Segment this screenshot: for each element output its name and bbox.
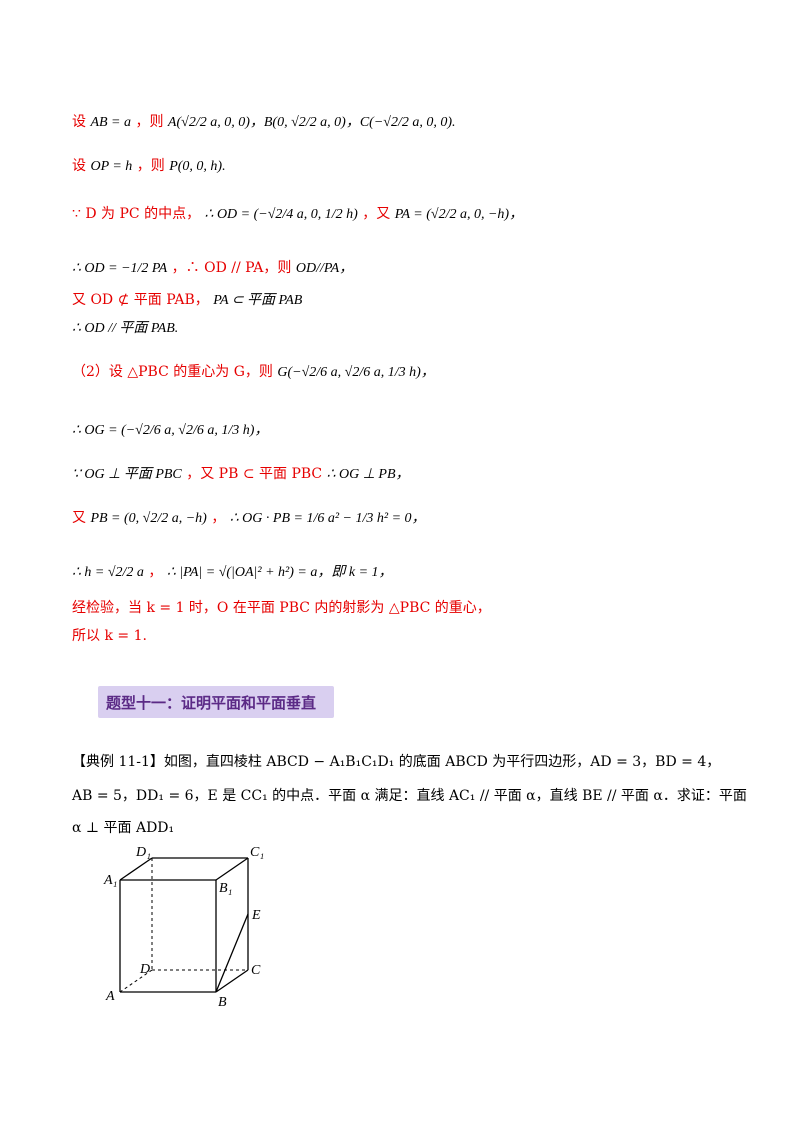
text-red: ，又 bbox=[362, 206, 391, 222]
solution-line-3: ∵ D 为 PC 的中点， ∴ OD = (−√2/4 a, 0, 1/2 h)… bbox=[72, 204, 523, 225]
text-red: 设 bbox=[72, 114, 86, 130]
edge-d1a1 bbox=[119, 857, 153, 881]
math-expr: OD//PA， bbox=[295, 261, 354, 276]
math-expr: ∴ OG = (−√2/6 a, √2/6 a, 1/3 h)， bbox=[72, 423, 269, 438]
solution-line-6: ∴ OD // 平面 PAB. bbox=[72, 318, 178, 339]
edge-bc bbox=[215, 969, 249, 993]
solution-line-13: 所以 k = 1. bbox=[72, 626, 147, 646]
problem-line-2: AB = 5，DD₁ = 6，E 是 CC₁ 的中点．平面 α 满足：直线 AC… bbox=[72, 788, 747, 804]
label-b: B bbox=[218, 995, 227, 1010]
math-expr: ∴ |PA| = √(|OA|² + h²) = a，即 k = 1， bbox=[166, 565, 393, 580]
label-d1: D₁ bbox=[135, 845, 151, 860]
text-red: ，则 bbox=[135, 114, 164, 130]
math-expr: ∵ OG ⊥ 平面 PBC bbox=[72, 467, 182, 482]
math-expr: PB = (0, √2/2 a, −h) bbox=[90, 511, 207, 526]
solution-line-10: 又 PB = (0, √2/2 a, −h) ， ∴ OG · PB = 1/6… bbox=[72, 508, 426, 529]
label-c: C bbox=[251, 963, 261, 978]
solution-line-5: 又 OD ⊄ 平面 PAB， PA ⊂ 平面 PAB bbox=[72, 290, 302, 311]
math-expr: ∴ OD // 平面 PAB. bbox=[72, 321, 179, 336]
problem-line-1: 【典例 11-1】如图，直四棱柱 ABCD − A₁B₁C₁D₁ 的底面 ABC… bbox=[72, 754, 721, 770]
math-expr: PA ⊂ 平面 PAB bbox=[213, 293, 303, 308]
math-expr: G(−√2/6 a, √2/6 a, 1/3 h)， bbox=[277, 365, 435, 380]
text-red: 又 bbox=[72, 510, 86, 526]
math-expr: P(0, 0, h). bbox=[169, 159, 226, 174]
edge-be bbox=[215, 913, 249, 993]
label-b1: B₁ bbox=[219, 881, 232, 896]
solution-line-7: （2）设 △PBC 的重心为 G，则 G(−√2/6 a, √2/6 a, 1/… bbox=[72, 362, 435, 383]
label-c1: C₁ bbox=[250, 845, 264, 860]
math-expr: OP = h bbox=[90, 159, 133, 174]
math-expr: PA = (√2/2 a, 0, −h)， bbox=[394, 207, 524, 222]
solution-line-11: ∴ h = √2/2 a ， ∴ |PA| = √(|OA|² + h²) = … bbox=[72, 562, 393, 583]
math-expr: ∴ OD = −1/2 PA bbox=[72, 261, 168, 276]
text-red: ，则 bbox=[136, 158, 165, 174]
math-expr: ∴ h = √2/2 a bbox=[72, 565, 144, 580]
prism-figure: D₁ C₁ A₁ B₁ E D C A B bbox=[100, 840, 300, 1019]
text-red: ， bbox=[148, 564, 163, 580]
problem-line-3: α ⊥ 平面 ADD₁ bbox=[72, 820, 175, 836]
text-red: 又 OD ⊄ 平面 PAB， bbox=[72, 292, 209, 308]
math-expr: A(√2/2 a, 0, 0)，B(0, √2/2 a, 0)，C(−√2/2 … bbox=[167, 115, 456, 130]
solution-line-9: ∵ OG ⊥ 平面 PBC ，又 PB ⊂ 平面 PBC ∴ OG ⊥ PB， bbox=[72, 464, 410, 485]
text-red: ，又 PB ⊂ 平面 PBC bbox=[186, 466, 323, 482]
edge-b1c1 bbox=[215, 857, 249, 881]
math-expr: ∴ OD = (−√2/4 a, 0, 1/2 h) bbox=[204, 207, 358, 222]
label-d: D bbox=[139, 962, 150, 977]
section-title-banner: 题型十一：证明平面和平面垂直 bbox=[98, 686, 334, 718]
text-red: 经检验，当 k = 1 时，O 在平面 PBC 内的射影为 △PBC 的重心， bbox=[72, 600, 491, 616]
solution-line-12: 经检验，当 k = 1 时，O 在平面 PBC 内的射影为 △PBC 的重心， bbox=[72, 598, 491, 618]
math-expr: AB = a bbox=[90, 115, 132, 130]
text-red: ，∴ OD // PA，则 bbox=[171, 260, 292, 276]
solution-line-1: 设 AB = a ，则 A(√2/2 a, 0, 0)，B(0, √2/2 a,… bbox=[72, 112, 456, 133]
math-expr: ∴ OG ⊥ PB， bbox=[326, 467, 410, 482]
text-red: 设 bbox=[72, 158, 86, 174]
label-a1: A₁ bbox=[103, 873, 117, 888]
label-e: E bbox=[251, 908, 261, 923]
solution-line-2: 设 OP = h ，则 P(0, 0, h). bbox=[72, 156, 226, 177]
math-expr: ∴ OG · PB = 1/6 a² − 1/3 h² = 0， bbox=[229, 511, 426, 526]
solution-line-8: ∴ OG = (−√2/6 a, √2/6 a, 1/3 h)， bbox=[72, 420, 268, 441]
solution-line-4: ∴ OD = −1/2 PA ，∴ OD // PA，则 OD//PA， bbox=[72, 258, 353, 279]
prism-diagram: D₁ C₁ A₁ B₁ E D C A B bbox=[103, 845, 264, 1010]
text-red: ∵ D 为 PC 的中点， bbox=[72, 206, 201, 222]
text-red: ， bbox=[211, 510, 226, 526]
text-red: 所以 k = 1. bbox=[72, 628, 147, 644]
text-red: （2）设 △PBC 的重心为 G，则 bbox=[72, 364, 273, 380]
edge-ad-hidden bbox=[119, 969, 153, 993]
section-title: 题型十一：证明平面和平面垂直 bbox=[106, 694, 317, 712]
label-a: A bbox=[105, 989, 115, 1004]
